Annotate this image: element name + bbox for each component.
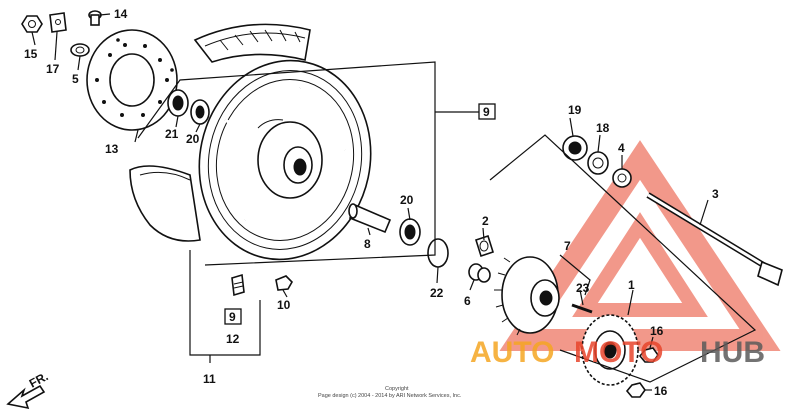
callout-9-lower: 9 bbox=[229, 310, 236, 324]
callout-10: 10 bbox=[277, 298, 291, 312]
callout-8: 8 bbox=[364, 237, 371, 251]
watermark-text: AUTO MOTO HUB bbox=[470, 336, 765, 369]
bearing-20-upper bbox=[190, 99, 210, 125]
callout-1: 1 bbox=[628, 278, 635, 292]
callout-20-upper: 20 bbox=[186, 132, 200, 146]
callout-7: 7 bbox=[564, 239, 571, 253]
watermark-part-auto: AUTO bbox=[470, 336, 554, 369]
washer-17 bbox=[49, 12, 67, 33]
axle-3 bbox=[646, 192, 783, 287]
bolt-12 bbox=[231, 273, 245, 297]
seal-18 bbox=[587, 151, 609, 175]
bearing-19 bbox=[562, 135, 588, 161]
direction-label: FR. bbox=[27, 369, 51, 390]
box-9-lower bbox=[224, 308, 242, 325]
callout-21: 21 bbox=[165, 127, 179, 141]
distance-collar-8 bbox=[348, 203, 392, 234]
callout-9-upper: 9 bbox=[483, 105, 490, 119]
callout-19: 19 bbox=[568, 103, 582, 117]
nut-16-lower bbox=[625, 382, 646, 398]
callout-3: 3 bbox=[712, 187, 719, 201]
watermark-part-moto: MOTO bbox=[574, 336, 663, 369]
callout-18: 18 bbox=[596, 121, 610, 135]
stud-23 bbox=[571, 303, 593, 314]
callout-23: 23 bbox=[576, 281, 590, 295]
nut-16-upper bbox=[638, 347, 659, 363]
callout-13: 13 bbox=[105, 142, 119, 156]
wheel-rim bbox=[198, 59, 372, 261]
callout-labels: 14 15 17 5 13 21 20 9 19 18 4 3 20 8 2 2… bbox=[24, 7, 719, 398]
collar-5 bbox=[70, 43, 90, 57]
callout-5: 5 bbox=[72, 72, 79, 86]
watermark-part-hub: HUB bbox=[700, 336, 765, 369]
inner-fender bbox=[129, 165, 201, 242]
bearing-21 bbox=[167, 89, 189, 117]
front-direction-arrow-icon: FR. bbox=[6, 369, 51, 410]
copyright-notice: Page design (c) 2004 - 2014 by ARI Netwo… bbox=[318, 393, 462, 399]
callout-14: 14 bbox=[114, 7, 128, 21]
collar-4 bbox=[612, 168, 632, 188]
callout-15: 15 bbox=[24, 47, 38, 61]
callout-20-lower: 20 bbox=[400, 193, 414, 207]
driven-sprocket-1 bbox=[581, 314, 639, 386]
leader-lines bbox=[31, 13, 757, 391]
callout-4: 4 bbox=[618, 141, 625, 155]
callout-12: 12 bbox=[226, 332, 240, 346]
tire bbox=[193, 23, 311, 63]
collar-6 bbox=[468, 263, 491, 283]
nut-10 bbox=[275, 275, 293, 291]
callout-11: 11 bbox=[203, 372, 216, 386]
watermark-logo-triangle bbox=[499, 140, 781, 351]
callout-16-lower: 16 bbox=[654, 384, 668, 398]
callout-17: 17 bbox=[46, 62, 60, 76]
callout-6: 6 bbox=[464, 294, 471, 308]
callout-22: 22 bbox=[430, 286, 444, 300]
nut-15 bbox=[21, 15, 43, 33]
o-ring-22 bbox=[427, 238, 449, 268]
brake-disc bbox=[86, 29, 178, 131]
bolt-14 bbox=[88, 10, 102, 26]
sprocket-flange-7 bbox=[494, 256, 560, 336]
bearing-20-lower bbox=[399, 218, 421, 246]
copyright-title: Copyright bbox=[385, 386, 409, 392]
callout-16-upper: 16 bbox=[650, 324, 664, 338]
callout-2: 2 bbox=[482, 214, 489, 228]
box-9-upper bbox=[478, 103, 496, 120]
